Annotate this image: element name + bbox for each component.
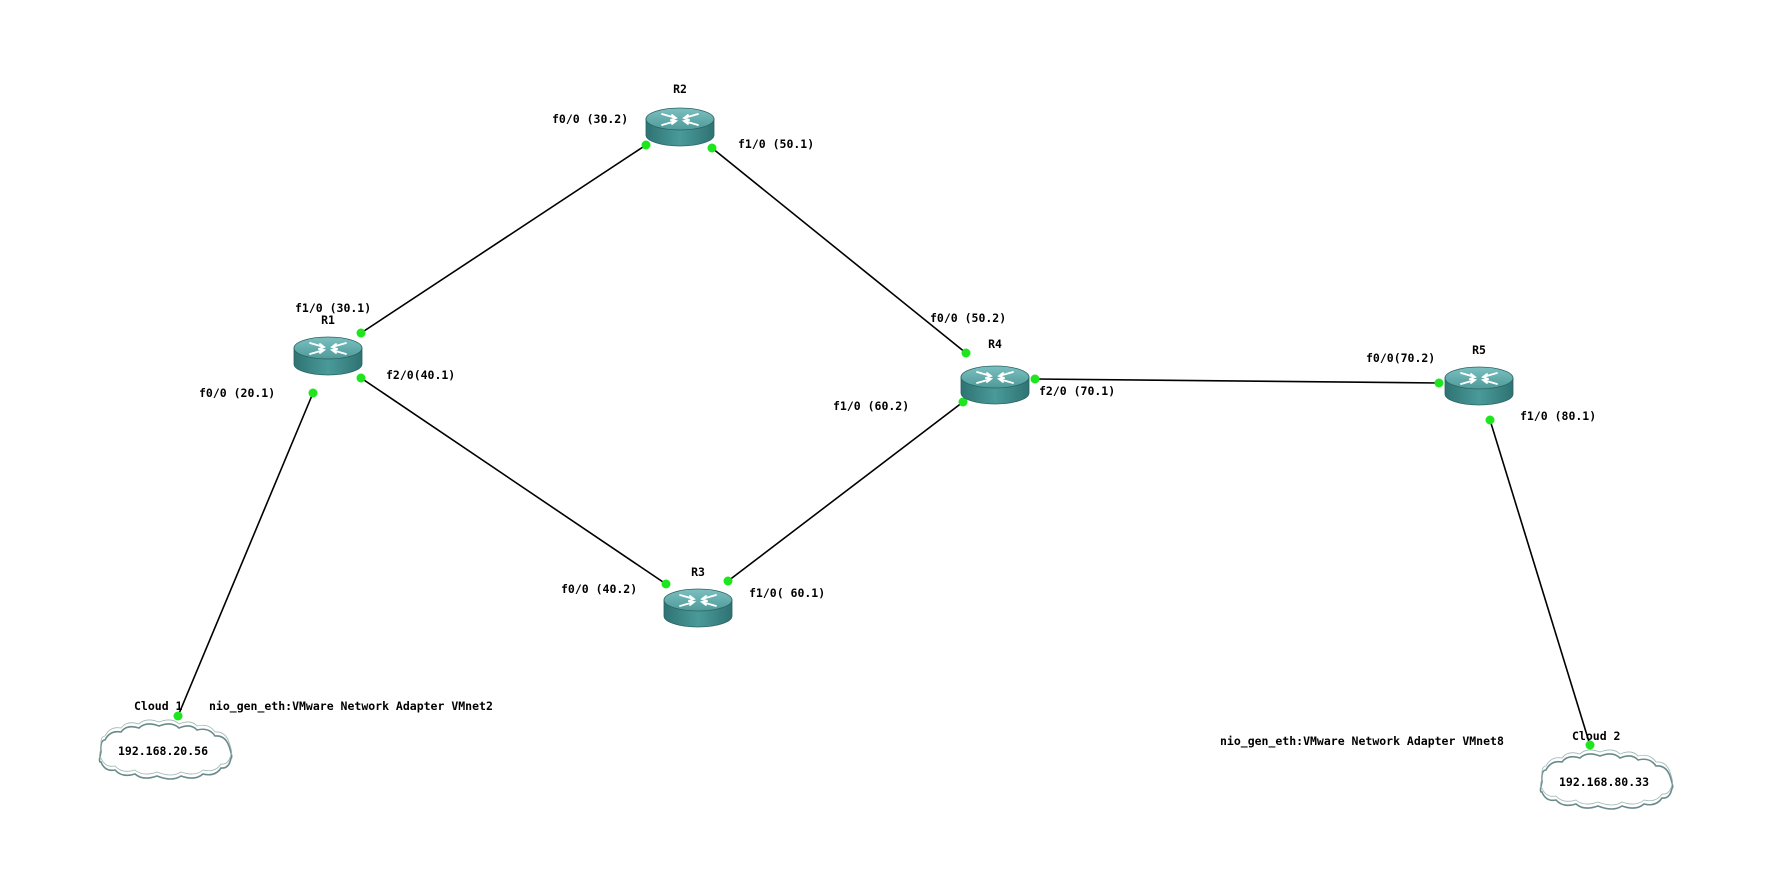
router-r4[interactable] [960,365,1030,405]
port-label: f1/0 (30.1) [295,301,371,315]
port-label: f0/0 (50.2) [930,311,1006,325]
link-r1-cloud1[interactable] [177,392,314,717]
nodes-layer [98,107,1674,810]
port-label: f1/0 (80.1) [1520,409,1596,423]
cloud-shape [98,723,233,780]
link-r5-cloud2[interactable] [1489,419,1591,746]
cloud-1[interactable] [98,719,233,780]
port-dot[interactable] [958,397,968,407]
link-r4-r5[interactable] [1034,378,1440,384]
port-dot[interactable] [1030,374,1040,384]
router-icon [1460,372,1498,385]
port-dot[interactable] [356,328,366,338]
router-icon [976,371,1014,384]
labels-layer: f1/0 (30.1) f0/0 (30.2) f1/0 (50.1) f0/0 (5… [118,82,1649,789]
router-label: R1 [321,313,335,327]
port-dot[interactable] [1434,378,1444,388]
cloud-ip-label: 192.168.80.33 [1559,775,1649,789]
port-label: f0/0 (40.2) [561,582,637,596]
router-label: R5 [1472,343,1486,357]
port-label: f1/0( 60.1) [749,586,825,600]
port-label: f0/0(70.2) [1366,351,1435,365]
cloud-nio-label: nio_gen_eth:VMware Network Adapter VMnet… [1220,734,1504,749]
port-dot[interactable] [1585,740,1595,750]
router-icon [679,594,717,607]
link-r1-r2[interactable] [360,144,647,334]
router-r3[interactable] [663,588,733,628]
cloud-nio-label: nio_gen_eth:VMware Network Adapter VMnet… [209,699,493,714]
cloud-label: Cloud 1 [134,699,183,713]
port-dot[interactable] [173,711,183,721]
router-label: R2 [673,82,687,96]
cloud-shape-inner [1540,749,1674,806]
port-dot[interactable] [661,579,671,589]
cloud-shape-inner [99,719,233,776]
port-label: f1/0 (50.1) [738,137,814,151]
cloud-label: Cloud 2 [1572,729,1620,743]
cloud-ip-label: 192.168.20.56 [118,744,208,758]
router-r5[interactable] [1444,366,1514,406]
cloud-2[interactable] [1539,749,1674,810]
port-label: f0/0 (20.1) [199,386,275,400]
router-label: R3 [691,565,705,579]
port-label: f0/0 (30.2) [552,112,628,126]
port-label: f2/0 (70.1) [1039,384,1115,398]
port-label: f2/0(40.1) [386,368,455,382]
port-dot[interactable] [356,373,366,383]
link-r3-r4[interactable] [727,401,964,582]
port-dot[interactable] [723,576,733,586]
port-dot[interactable] [961,348,971,358]
port-dot[interactable] [1485,415,1495,425]
router-icon [661,113,699,126]
router-r2[interactable] [645,107,715,147]
router-r1[interactable] [293,336,363,376]
cloud-shape [1539,753,1674,810]
ports-layer [173,140,1595,750]
links-layer [177,144,1591,746]
link-r1-r3[interactable] [360,377,667,585]
port-dot[interactable] [641,140,651,150]
port-dot[interactable] [308,388,318,398]
link-r2-r4[interactable] [711,147,967,354]
port-dot[interactable] [707,143,717,153]
router-icon [309,342,347,355]
port-label: f1/0 (60.2) [833,399,909,413]
router-label: R4 [988,337,1002,351]
